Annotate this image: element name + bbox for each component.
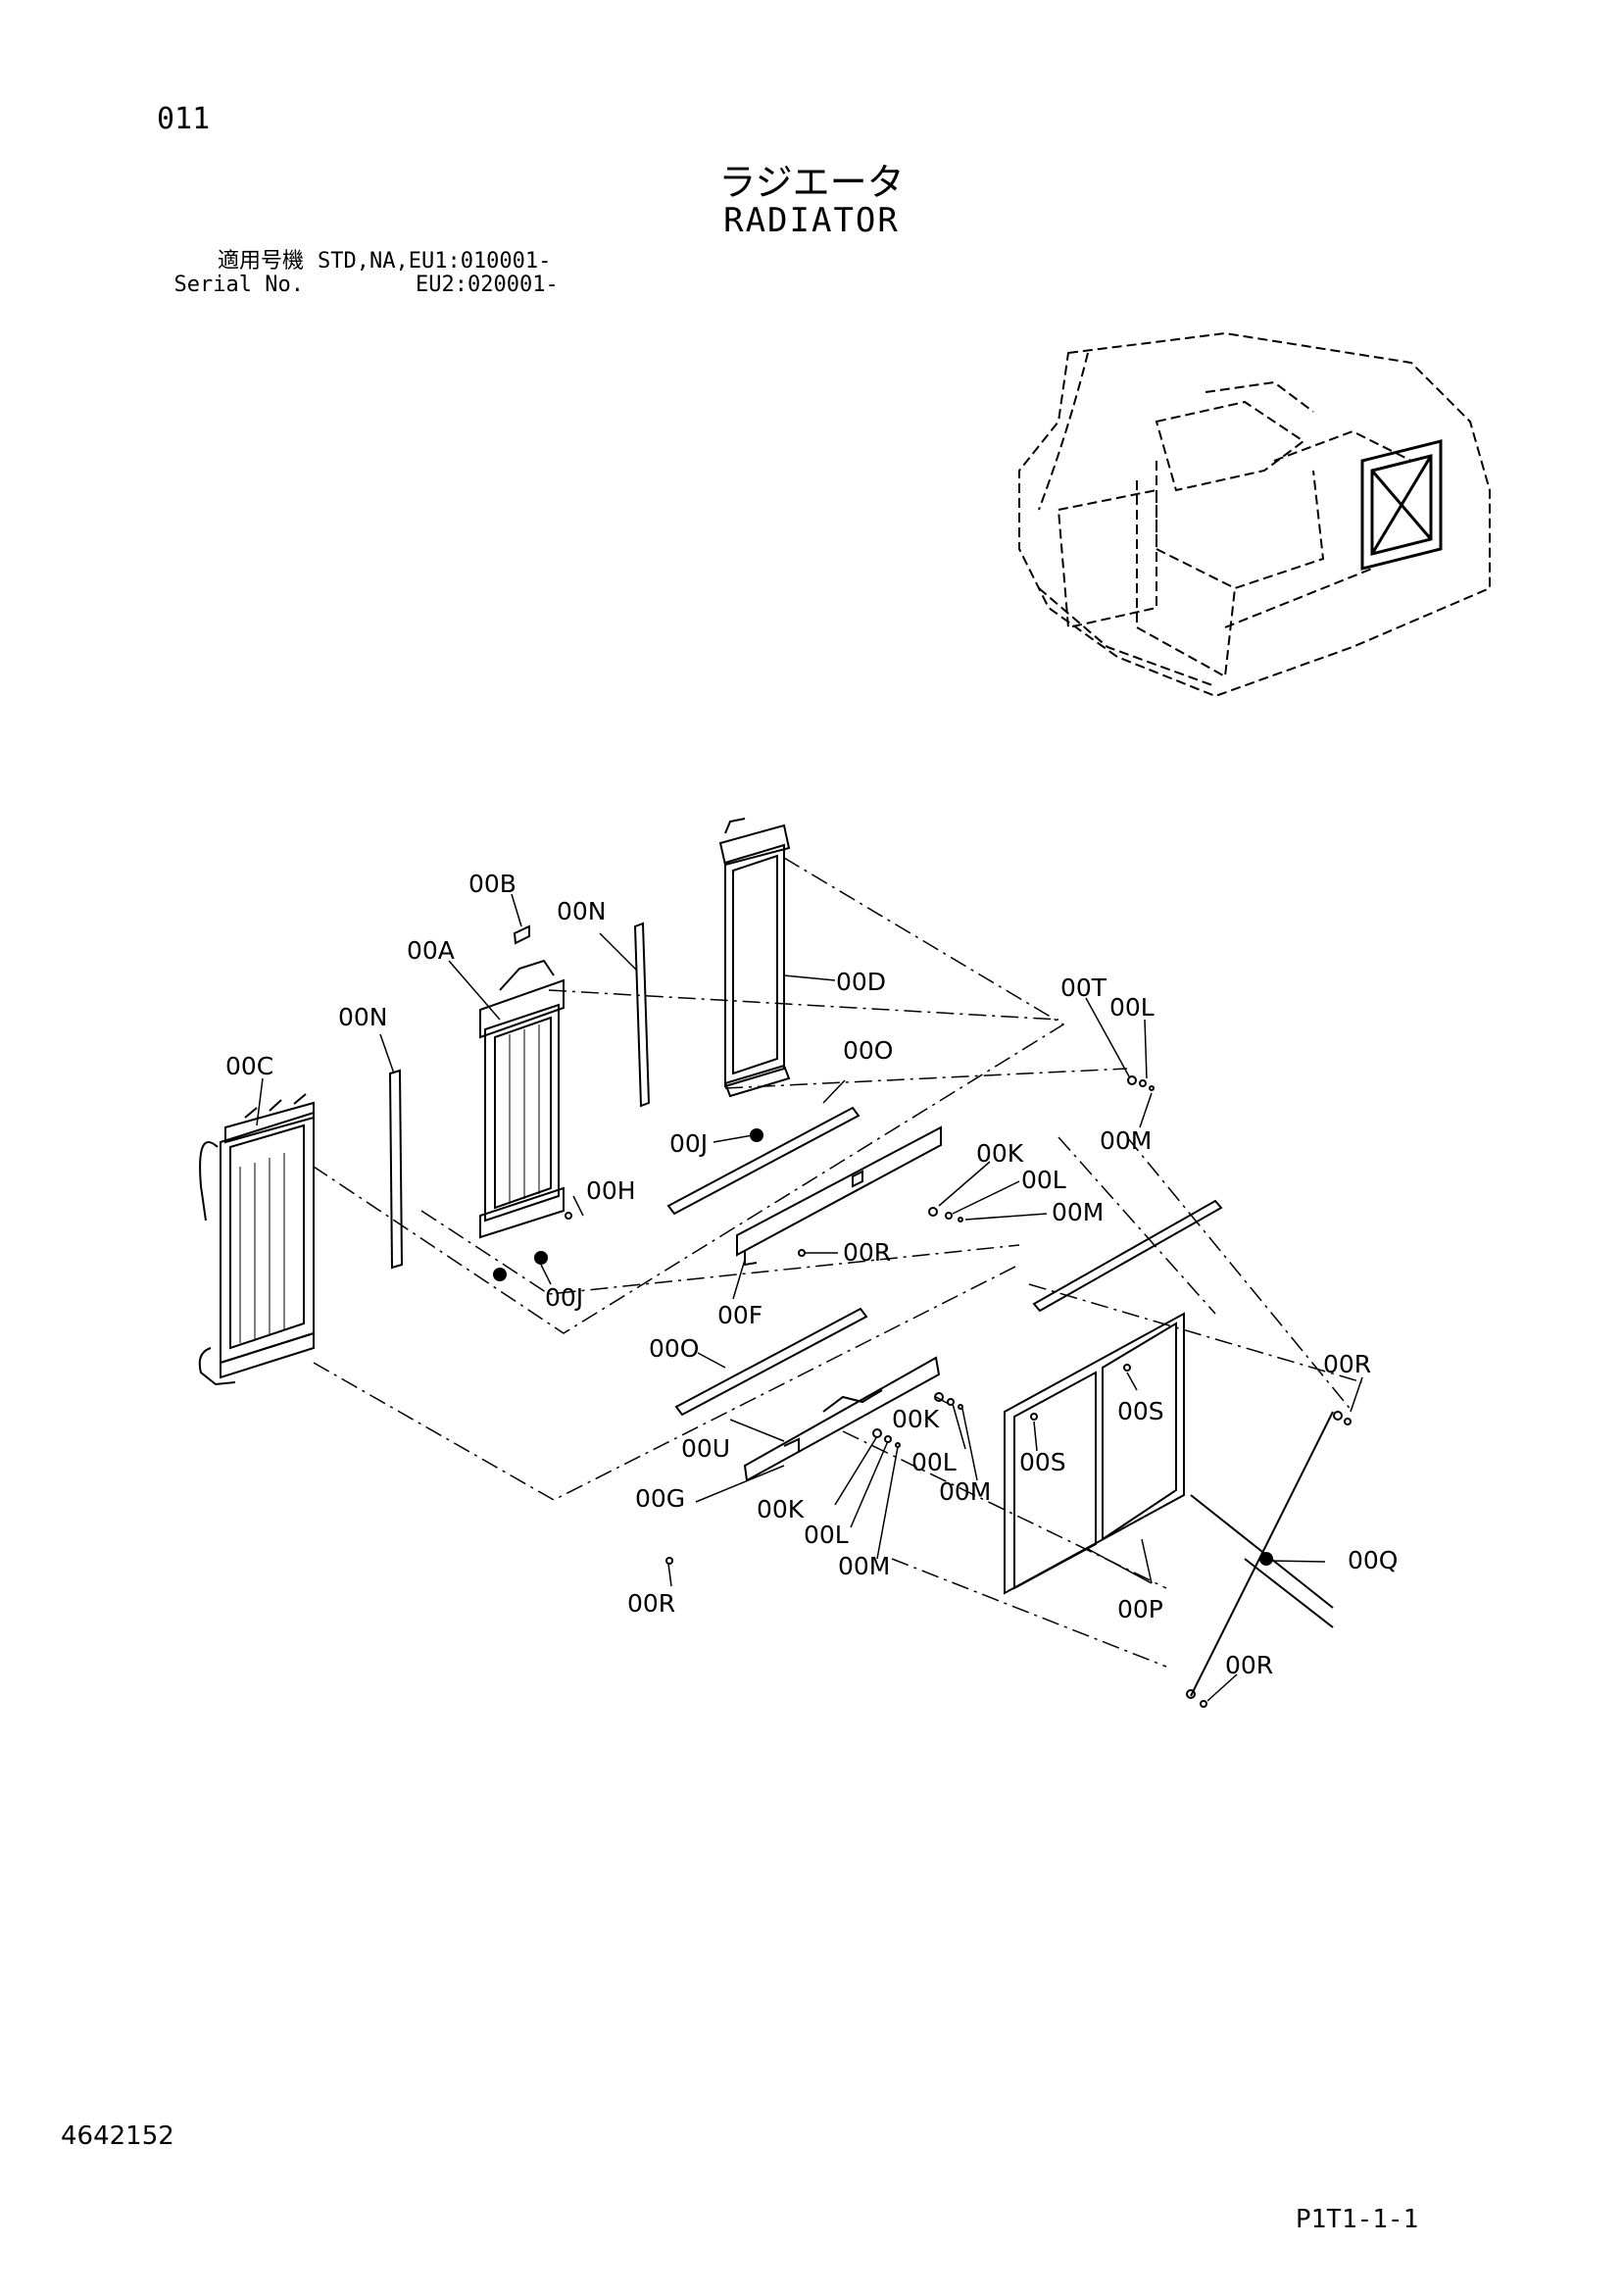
label-00M: 00M: [838, 1552, 890, 1580]
label-00H: 00H: [586, 1176, 636, 1205]
label-00L: 00L: [1021, 1166, 1066, 1194]
label-00K: 00K: [757, 1495, 805, 1523]
label-00S: 00S: [1117, 1397, 1164, 1425]
label-00J: 00J: [669, 1129, 708, 1158]
label-00M: 00M: [939, 1477, 991, 1506]
serial-applicability: 適用号機 STD,NA,EU1:010001- Serial No. EU2:020…: [157, 250, 559, 297]
label-00Q: 00Q: [1348, 1546, 1399, 1574]
label-00C: 00C: [225, 1052, 273, 1080]
part-cap-00B: [513, 924, 530, 945]
label-00N: 00N: [338, 1003, 388, 1031]
label-00U: 00U: [681, 1434, 730, 1463]
serial-range-1: STD,NA,EU1:010001-: [318, 249, 552, 274]
label-00N: 00N: [557, 897, 607, 925]
part-bracket-00F: [736, 1125, 942, 1267]
part-seal-strip-00N-center: [633, 922, 651, 1108]
label-00O: 00O: [649, 1334, 700, 1363]
label-00P: 00P: [1117, 1595, 1163, 1623]
label-00L: 00L: [1109, 993, 1155, 1022]
label-00R: 00R: [1225, 1651, 1273, 1679]
overview-radiator-highlight: [1360, 439, 1443, 571]
label-00T: 00T: [1060, 973, 1107, 1002]
page-number: 011: [157, 102, 211, 136]
serial-label-jp: 適用号機: [217, 249, 304, 274]
label-00L: 00L: [804, 1521, 849, 1549]
label-00R: 00R: [627, 1589, 675, 1618]
serial-label-en: Serial No.: [173, 273, 304, 297]
part-stay-00Q: [1186, 1411, 1343, 1699]
part-seal-00O-lower: [674, 1307, 868, 1417]
label-00G: 00G: [635, 1484, 685, 1513]
label-00J: 00J: [545, 1283, 583, 1312]
part-labels: 00B 00N 00A 00N 00C 00D 00T 00L 00O 00M …: [225, 870, 1399, 1679]
label-00S: 00S: [1019, 1448, 1066, 1476]
document-id: 4642152: [61, 2121, 174, 2151]
assembly-lines: [313, 857, 1363, 1668]
part-seal-strip-00N-left: [388, 1069, 404, 1270]
machine-overview: [1018, 331, 1491, 698]
label-00M: 00M: [1052, 1198, 1104, 1226]
part-seal-strip-right: [1032, 1199, 1223, 1313]
part-bracket-00G: [743, 1356, 941, 1482]
label-00F: 00F: [717, 1301, 762, 1329]
label-00K: 00K: [976, 1139, 1024, 1168]
part-cooler-00D: [718, 818, 791, 1098]
part-radiator-00C: [198, 1093, 315, 1386]
label-00R: 00R: [843, 1238, 891, 1267]
part-seal-00O-upper: [666, 1106, 861, 1216]
label-00K: 00K: [892, 1405, 940, 1433]
leader-lines: [256, 893, 1363, 1702]
label-00B: 00B: [468, 870, 516, 898]
page-title-japanese: ラジエータ: [718, 161, 905, 204]
label-00A: 00A: [407, 936, 455, 965]
label-00O: 00O: [843, 1036, 894, 1065]
part-core-00A: [479, 959, 565, 1239]
label-00M: 00M: [1100, 1126, 1152, 1155]
label-00R: 00R: [1323, 1350, 1371, 1378]
label-00D: 00D: [836, 968, 886, 996]
label-00L: 00L: [911, 1448, 957, 1476]
serial-range-2: EU2:020001-: [416, 273, 559, 297]
part-screen-panel-00P: [1004, 1312, 1185, 1595]
part-bushings-00J: [493, 1128, 763, 1281]
page-reference: P1T1-1-1: [1296, 2205, 1419, 2234]
page-title: RADIATOR: [723, 201, 900, 240]
